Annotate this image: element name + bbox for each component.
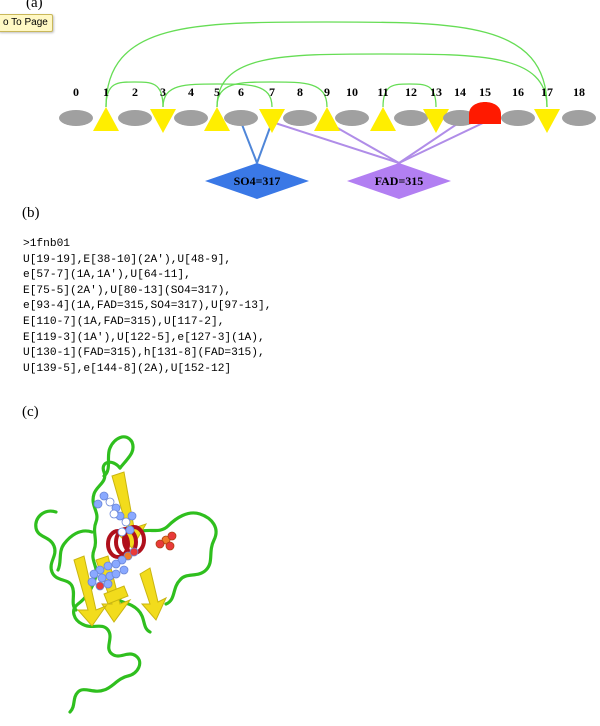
code-line: e[93-4](1A,FAD=315,SO4=317),U[97-13],: [23, 300, 272, 313]
ligand-link: [398, 121, 486, 164]
element-index-label: 4: [188, 85, 194, 99]
element-16-ellipse: [501, 110, 535, 126]
element-index-label: 9: [324, 85, 330, 99]
ligand-diamond: [205, 163, 309, 199]
element-2-ellipse: [118, 110, 152, 126]
element-index-label: 10: [346, 85, 358, 99]
element-index-label: 1: [103, 85, 109, 99]
element-11-triangle-up: [370, 107, 396, 131]
element-8-ellipse: [283, 110, 317, 126]
code-line: E[119-3](1A'),U[122-5],e[127-3](1A),: [23, 331, 265, 344]
element-index-label: 2: [132, 85, 138, 99]
element-index-label: 3: [160, 85, 166, 99]
element-index-label: 7: [269, 85, 275, 99]
ligand-link: [398, 121, 461, 164]
code-line: e[57-7](1A,1A'),U[64-11],: [23, 269, 191, 282]
element-index-label: 14: [454, 85, 466, 99]
code-line: >1fnb01: [23, 238, 70, 250]
element-10-ellipse: [335, 110, 369, 126]
structure-coil: [34, 435, 218, 714]
element-index-label: 11: [377, 85, 388, 99]
element-4-ellipse: [174, 110, 208, 126]
arc-layer: [105, 21, 548, 108]
element-5-triangle-up: [204, 107, 230, 131]
element-index-label: 17: [541, 85, 553, 99]
element-index-label: 12: [405, 85, 417, 99]
element-0-ellipse: [59, 110, 93, 126]
element-index-label: 18: [573, 85, 585, 99]
element-9-triangle-up: [314, 107, 340, 131]
element-index-label: 0: [73, 85, 79, 99]
ligand-layer: SO4=317 FAD=315: [205, 163, 451, 199]
strand-pair-arc: [382, 83, 437, 108]
ligand-label: SO4=317: [234, 174, 281, 188]
code-line: E[110-7](1A,FAD=315),U[117-2],: [23, 315, 225, 328]
element-7-triangle-down: [259, 109, 285, 133]
so4-ligand-spheres: [155, 531, 177, 551]
code-line: U[19-19],E[38-10](2A'),U[48-9],: [23, 253, 232, 266]
ligand-link: [271, 121, 400, 164]
code-line: U[139-5],e[144-8](2A),U[152-12]: [23, 362, 232, 375]
element-index-label: 8: [297, 85, 303, 99]
strand-pair-arc: [162, 83, 273, 108]
element-6-ellipse: [224, 110, 258, 126]
element-12-ellipse: [394, 110, 428, 126]
element-14-ellipse: [443, 110, 477, 126]
element-18-ellipse: [562, 110, 596, 126]
fad-ligand-spheres: [87, 491, 139, 591]
strand-pair-arc: [105, 21, 548, 108]
ligand-link: [240, 121, 258, 164]
structure-helix: [106, 525, 146, 559]
element-3-triangle-down: [150, 109, 176, 133]
tooltip: o To Page: [0, 14, 53, 32]
element-13-triangle-down: [423, 109, 449, 133]
strand-pair-arc: [216, 53, 548, 108]
ligand-diamond: [347, 163, 451, 199]
element-index-label: 16: [512, 85, 524, 99]
element-index-label: 13: [430, 85, 442, 99]
ligand-link: [326, 121, 400, 164]
strand-pair-arc: [105, 81, 164, 108]
ligand-link-layer: [240, 121, 486, 164]
code-line: U[130-1](FAD=315),h[131-8](FAD=315),: [23, 347, 265, 360]
panel-label-b: (b): [22, 205, 40, 221]
panel-label-a: (a): [26, 0, 43, 11]
panel-label-c: (c): [22, 404, 39, 420]
element-1-triangle-up: [93, 107, 119, 131]
element-index-label: 6: [238, 85, 244, 99]
element-17-triangle-down: [534, 109, 560, 133]
element-index-label: 5: [214, 85, 220, 99]
code-line: E[75-5](2A'),U[80-13](SO4=317),: [23, 284, 232, 297]
structure-sheets: [73, 471, 168, 627]
ligand-label: FAD=315: [375, 174, 424, 188]
strand-pair-arc: [216, 81, 328, 108]
element-15-helix: [469, 102, 501, 124]
element-index-label: 15: [479, 85, 491, 99]
ligand-link: [256, 121, 273, 164]
